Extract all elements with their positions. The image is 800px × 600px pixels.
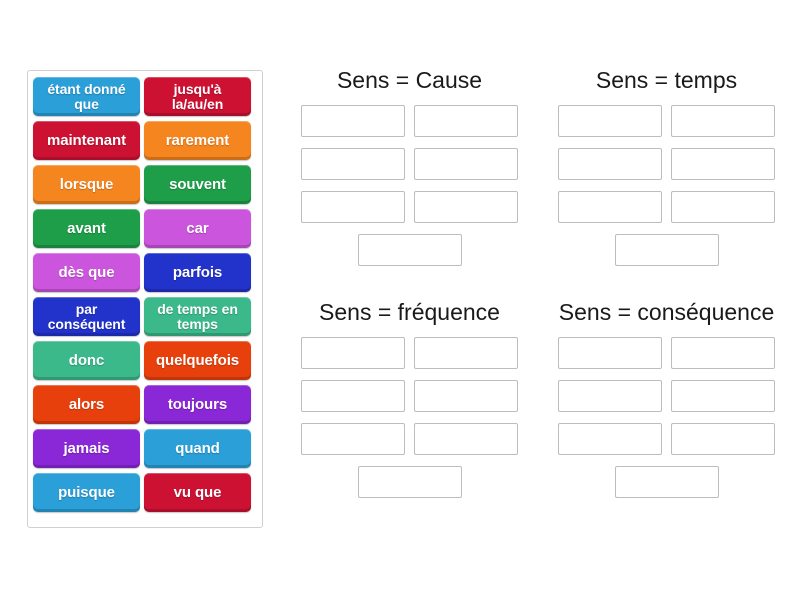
drop-slot[interactable] xyxy=(558,105,662,138)
drop-slot[interactable] xyxy=(558,380,662,413)
drop-slot-grid xyxy=(286,337,533,499)
word-tile[interactable]: donc xyxy=(33,341,140,380)
category-group-temps: Sens = temps xyxy=(543,67,790,267)
word-tile[interactable]: alors xyxy=(33,385,140,424)
drop-slot[interactable] xyxy=(301,148,405,181)
group-title: Sens = Cause xyxy=(336,67,483,93)
word-tile[interactable]: rarement xyxy=(144,121,251,160)
word-tile[interactable]: par conséquent xyxy=(33,297,140,336)
drop-slot[interactable] xyxy=(558,148,662,181)
word-tile[interactable]: lorsque xyxy=(33,165,140,204)
word-tile[interactable]: étant donné que xyxy=(33,77,140,116)
category-group-consequence: Sens = conséquence xyxy=(543,299,790,499)
drop-slot[interactable] xyxy=(671,105,775,138)
word-tile[interactable]: puisque xyxy=(33,473,140,512)
drop-slot[interactable] xyxy=(614,234,719,267)
drop-slot[interactable] xyxy=(414,191,518,224)
drop-slot[interactable] xyxy=(558,423,662,456)
word-tile[interactable]: souvent xyxy=(144,165,251,204)
word-tile[interactable]: dès que xyxy=(33,253,140,292)
word-tile[interactable]: vu que xyxy=(144,473,251,512)
drop-slot[interactable] xyxy=(301,380,405,413)
group-title: Sens = conséquence xyxy=(558,299,775,325)
drop-slot[interactable] xyxy=(414,337,518,370)
group-title: Sens = fréquence xyxy=(319,299,500,325)
drop-slot[interactable] xyxy=(614,466,719,499)
drop-slot[interactable] xyxy=(357,466,462,499)
drop-slot[interactable] xyxy=(558,337,662,370)
drop-slot[interactable] xyxy=(671,423,775,456)
drop-slot[interactable] xyxy=(301,423,405,456)
drop-slot[interactable] xyxy=(414,423,518,456)
category-groups: Sens = Cause Sens = temps Sens = fréquen… xyxy=(286,67,794,538)
drop-slot[interactable] xyxy=(671,380,775,413)
drop-slot[interactable] xyxy=(671,191,775,224)
drop-slot[interactable] xyxy=(301,105,405,138)
category-group-cause: Sens = Cause xyxy=(286,67,533,267)
drop-slot-grid xyxy=(543,337,790,499)
drop-slot[interactable] xyxy=(301,191,405,224)
word-tile[interactable]: quelquefois xyxy=(144,341,251,380)
drop-slot-grid xyxy=(286,105,533,267)
word-tile[interactable]: avant xyxy=(33,209,140,248)
drop-slot[interactable] xyxy=(558,191,662,224)
drop-slot[interactable] xyxy=(357,234,462,267)
word-tile[interactable]: parfois xyxy=(144,253,251,292)
drop-slot[interactable] xyxy=(671,337,775,370)
drop-slot[interactable] xyxy=(671,148,775,181)
category-group-frequence: Sens = fréquence xyxy=(286,299,533,499)
word-tile[interactable]: quand xyxy=(144,429,251,468)
word-tile[interactable]: de temps en temps xyxy=(144,297,251,336)
group-title: Sens = temps xyxy=(595,67,738,93)
word-tile[interactable]: car xyxy=(144,209,251,248)
drop-slot[interactable] xyxy=(414,148,518,181)
word-tile[interactable]: toujours xyxy=(144,385,251,424)
word-tile[interactable]: jusqu'à la/au/en xyxy=(144,77,251,116)
drop-slot[interactable] xyxy=(414,380,518,413)
drop-slot[interactable] xyxy=(414,105,518,138)
drop-slot[interactable] xyxy=(301,337,405,370)
word-tile[interactable]: maintenant xyxy=(33,121,140,160)
drop-slot-grid xyxy=(543,105,790,267)
word-tile[interactable]: jamais xyxy=(33,429,140,468)
